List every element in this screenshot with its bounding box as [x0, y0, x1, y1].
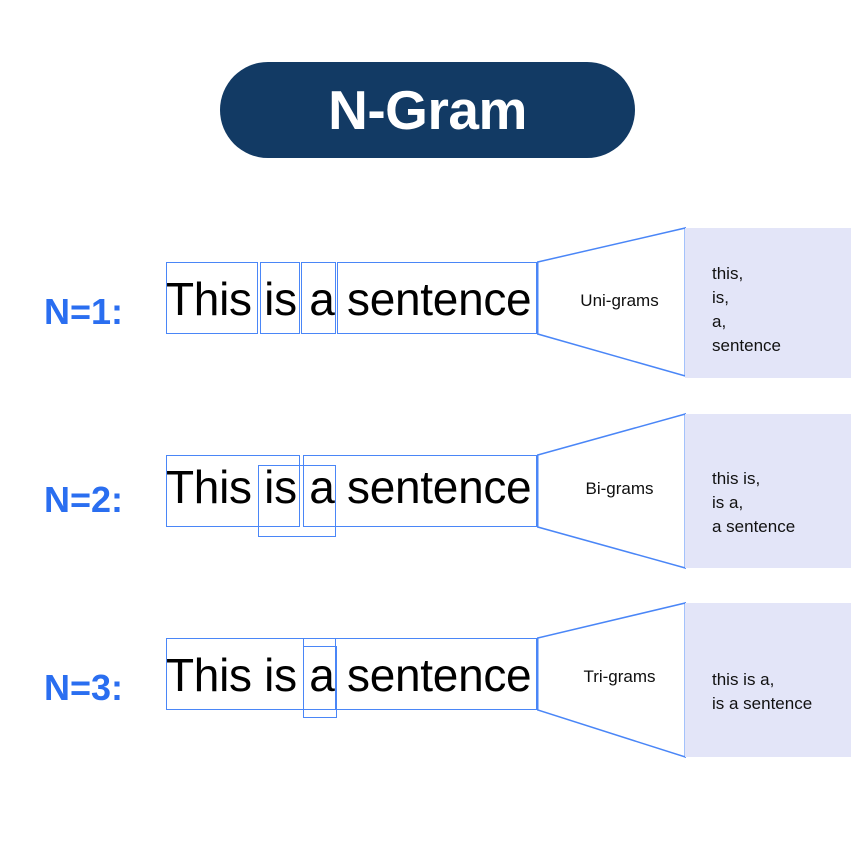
row-label-n2: N=2:	[44, 479, 124, 520]
output-text-bigram: this is, is a, a sentence	[712, 469, 796, 536]
output-text-unigram: this, is, a, sentence	[712, 264, 781, 355]
gram-box-is-a-sentence	[303, 638, 537, 710]
page-title: N-Gram	[328, 78, 527, 141]
gram-box-this-is-a	[166, 638, 336, 710]
gram-box-sentence	[337, 262, 537, 334]
row-label-n1: N=1:	[44, 291, 124, 332]
gram-box-this	[166, 262, 258, 334]
output-panel-bigram	[685, 414, 851, 568]
gram-box-a-sentence	[303, 455, 537, 527]
funnel-label-bigram: Bi-grams	[585, 479, 654, 498]
funnel-bigram	[537, 402, 686, 578]
gram-box-a	[301, 262, 336, 334]
ngram-row-unigram: N=1: This is a sentence Uni-grams this, …	[0, 214, 851, 390]
output-text-trigram: this is a, is a sentence	[712, 670, 813, 713]
funnel-trigram	[537, 590, 686, 766]
funnel-label-unigram: Uni-grams	[580, 291, 659, 310]
output-panel-unigram	[685, 228, 851, 378]
gram-box-is-a	[258, 465, 336, 537]
sentence-text-n2: This is a sentence	[166, 461, 532, 513]
funnel-label-trigram: Tri-grams	[583, 667, 656, 686]
gram-box-is	[260, 262, 300, 334]
row-label-n3: N=3:	[44, 667, 124, 708]
output-panel-trigram	[685, 603, 851, 757]
title-badge: N-Gram	[220, 62, 635, 158]
gram-box-this-is	[166, 455, 300, 527]
ngram-row-trigram: N=3: This is a sentence Tri-grams this i…	[0, 590, 851, 766]
sentence-text-n3: This is a sentence	[166, 649, 532, 701]
ngram-row-bigram: N=2: This is a sentence Bi-grams this is…	[0, 402, 851, 578]
sentence-text-n1: This is a sentence	[166, 273, 532, 325]
